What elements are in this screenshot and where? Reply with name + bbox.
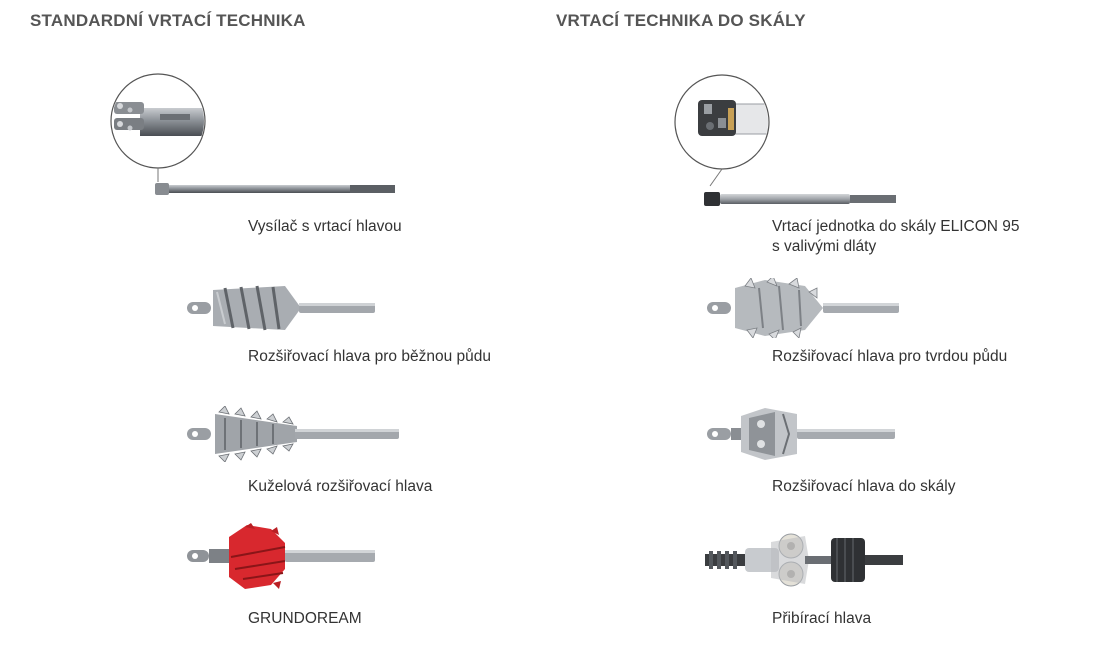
pickup-head-illustration (705, 533, 903, 587)
caption-reamer-hard-soil: Rozšiřovací hlava pro tvrdou půdu (772, 348, 1008, 365)
caption-rock-reamer: Rozšiřovací hlava do skály (772, 478, 956, 495)
grundoream-illustration (187, 523, 375, 589)
cone-reamer-illustration (187, 406, 399, 462)
caption-rock-drill-unit-line1: Vrtací jednotka do skály ELICON 95 (772, 218, 1020, 235)
transmitter-drill-head-illustration (110, 73, 395, 195)
caption-pickup-head: Přibírací hlava (772, 610, 872, 627)
reamer-normal-soil-illustration (187, 285, 375, 331)
caption-grundoream: GRUNDOREAM (248, 610, 362, 627)
heading-standard-drilling: STANDARDNÍ VRTACÍ TECHNIKA (30, 11, 306, 30)
heading-rock-drilling: VRTACÍ TECHNIKA DO SKÁLY (556, 11, 806, 30)
caption-transmitter-drill-head: Vysílač s vrtací hlavou (248, 218, 402, 235)
reamer-hard-soil-illustration (707, 278, 899, 338)
caption-cone-reamer: Kuželová rozšiřovací hlava (248, 478, 433, 495)
rock-reamer-illustration (707, 408, 895, 460)
caption-reamer-normal-soil: Rozšiřovací hlava pro běžnou půdu (248, 348, 491, 365)
caption-rock-drill-unit-line2: s valivými dláty (772, 238, 877, 255)
rock-drill-unit-illustration (674, 74, 896, 206)
